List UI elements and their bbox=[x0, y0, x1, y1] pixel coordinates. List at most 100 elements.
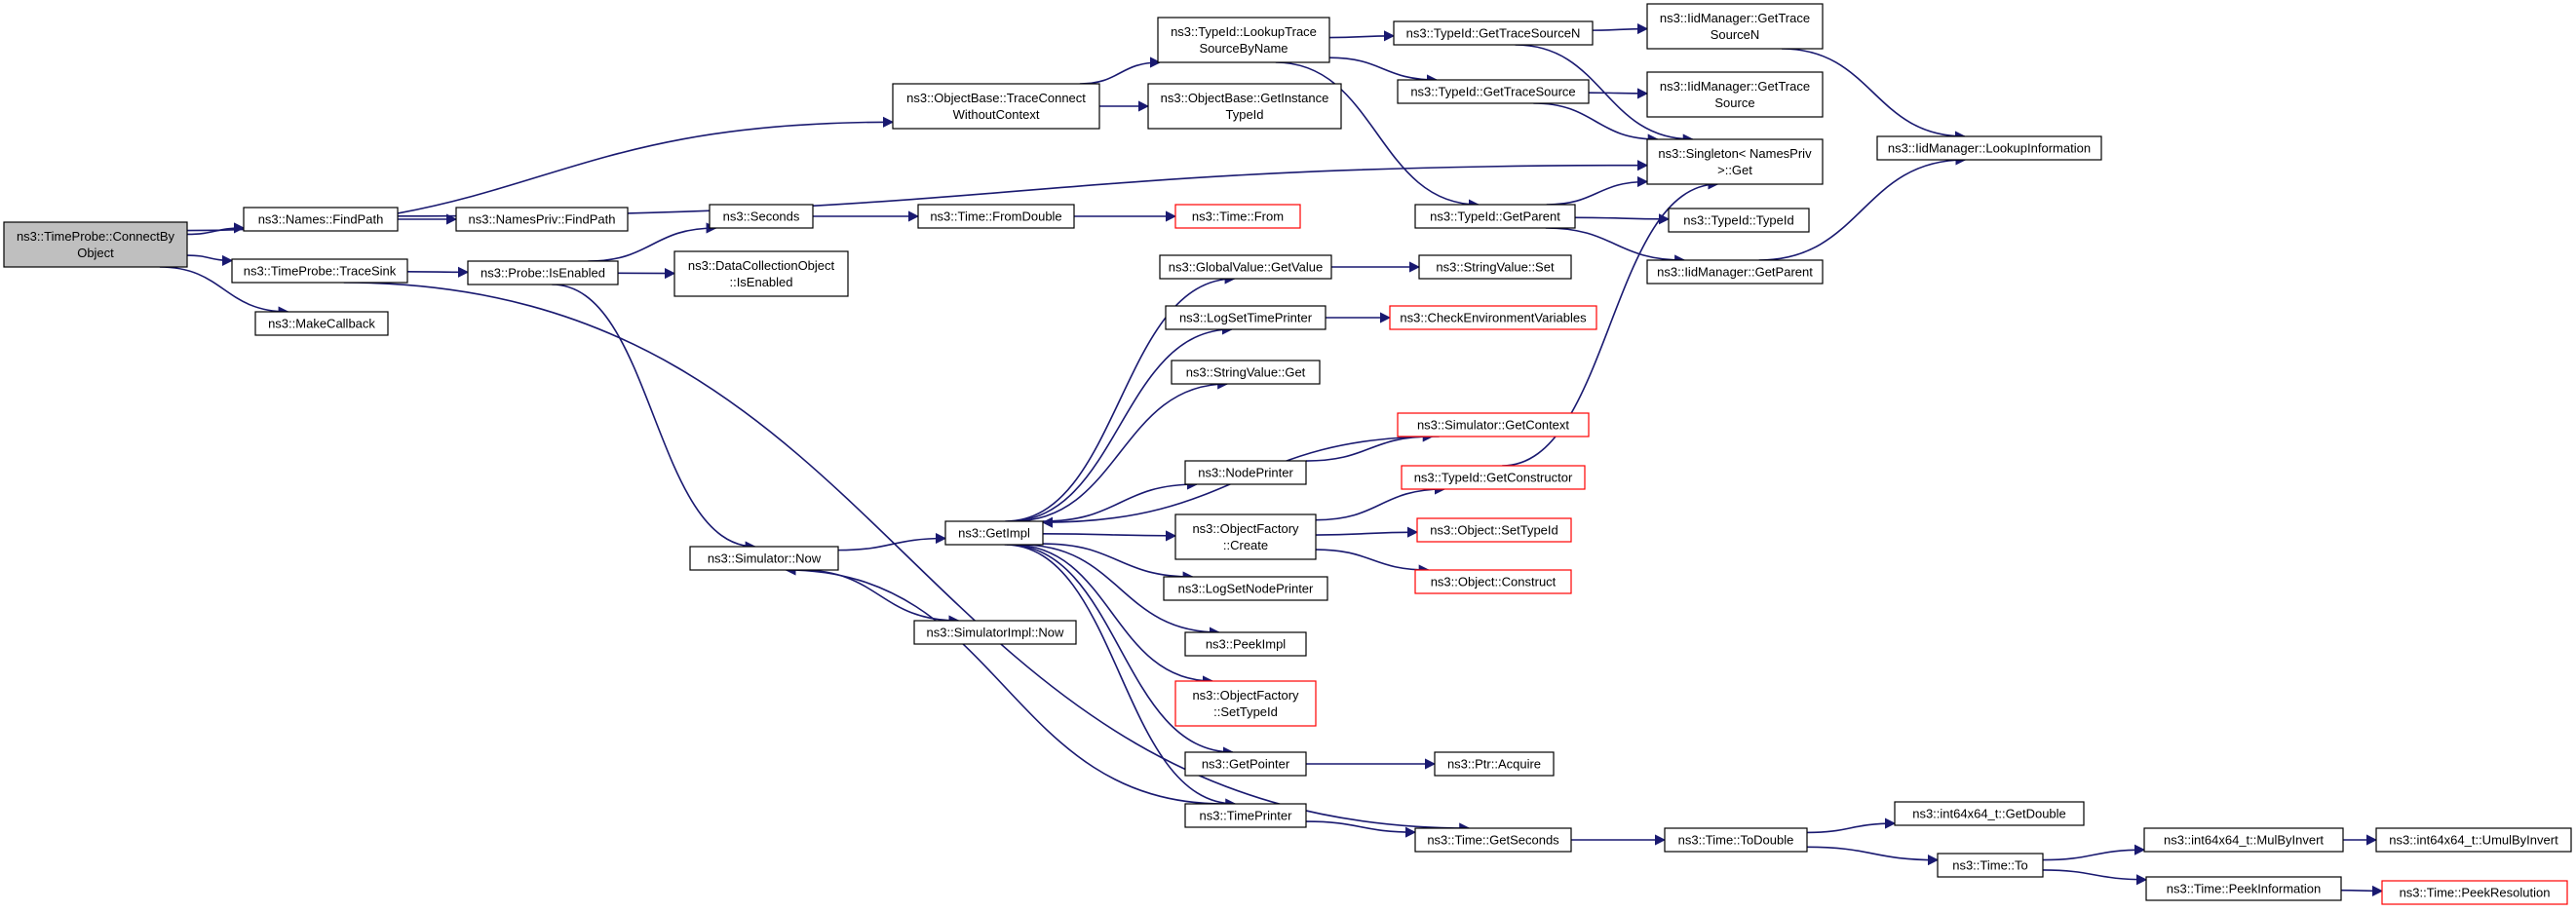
node-mulbyinvert-label: ns3::int64x64_t::MulByInvert bbox=[2164, 833, 2324, 848]
node-fromdouble[interactable]: ns3::Time::FromDouble bbox=[917, 204, 1075, 229]
node-ptracquire-label: ns3::Ptr::Acquire bbox=[1447, 757, 1541, 772]
node-peekimpl[interactable]: ns3::PeekImpl bbox=[1184, 631, 1307, 657]
edge-timeprinter-to-getseconds bbox=[1305, 820, 1417, 838]
node-logsettime[interactable]: ns3::LogSetTimePrinter bbox=[1165, 305, 1326, 330]
edge-todouble-to-getdouble bbox=[1806, 817, 1897, 834]
node-findpath[interactable]: ns3::Names::FindPath bbox=[243, 207, 399, 232]
edge-timeto-to-mulbyinvert bbox=[2042, 844, 2146, 861]
edge-tcwc-to-lookup bbox=[1079, 57, 1162, 85]
node-nodeprinter-label: ns3::NodePrinter bbox=[1198, 466, 1293, 480]
node-gvgetvalue-box bbox=[1159, 254, 1332, 280]
node-getctor[interactable]: ns3::TypeId::GetConstructor bbox=[1401, 465, 1586, 490]
node-seconds[interactable]: ns3::Seconds bbox=[709, 204, 814, 229]
node-isenabled-label: ns3::Probe::IsEnabled bbox=[481, 266, 605, 281]
node-iidgetparent-label: ns3::IidManager::GetParent bbox=[1657, 265, 1813, 280]
node-ptracquire[interactable]: ns3::Ptr::Acquire bbox=[1434, 751, 1555, 777]
node-objconstruct[interactable]: ns3::Object::Construct bbox=[1414, 569, 1572, 594]
node-timeto-label: ns3::Time::To bbox=[1952, 858, 2028, 873]
edge-tracesink-to-getseconds bbox=[343, 282, 1471, 834]
node-svset[interactable]: ns3::StringValue::Set bbox=[1418, 254, 1572, 280]
node-getimpl[interactable]: ns3::GetImpl bbox=[944, 520, 1044, 546]
node-getimpl-label: ns3::GetImpl bbox=[958, 526, 1030, 541]
node-iid_gtsn[interactable]: ns3::IidManager::GetTraceSourceN bbox=[1646, 3, 1824, 50]
node-peekinfo-label: ns3::Time::PeekInformation bbox=[2167, 882, 2321, 896]
node-getdouble[interactable]: ns3::int64x64_t::GetDouble bbox=[1894, 801, 2085, 826]
node-npfindpath[interactable]: ns3::NamesPriv::FindPath bbox=[455, 207, 629, 232]
node-isenabled[interactable]: ns3::Probe::IsEnabled bbox=[467, 260, 619, 285]
node-getctor-label: ns3::TypeId::GetConstructor bbox=[1414, 471, 1573, 485]
node-simnow[interactable]: ns3::Simulator::Now bbox=[689, 546, 839, 571]
node-objsettypeid[interactable]: ns3::Object::SetTypeId bbox=[1416, 517, 1572, 543]
node-tcwc[interactable]: ns3::ObjectBase::TraceConnectWithoutCont… bbox=[892, 83, 1100, 130]
node-simimplnow[interactable]: ns3::SimulatorImpl::Now bbox=[913, 620, 1077, 645]
node-svget[interactable]: ns3::StringValue::Get bbox=[1171, 360, 1321, 385]
edge-getparent-to-singleton bbox=[1546, 175, 1649, 206]
node-peekres[interactable]: ns3::Time::PeekResolution bbox=[2381, 880, 2568, 905]
node-gtsn[interactable]: ns3::TypeId::GetTraceSourceN bbox=[1393, 20, 1594, 46]
edge-getimpl-to-ofcreate bbox=[1042, 530, 1177, 542]
node-tracesink[interactable]: ns3::TimeProbe::TraceSink bbox=[231, 258, 408, 284]
node-simctx-label: ns3::Simulator::GetContext bbox=[1417, 418, 1569, 433]
node-getseconds[interactable]: ns3::Time::GetSeconds bbox=[1414, 827, 1572, 853]
node-ofsettypeid[interactable]: ns3::ObjectFactory::SetTypeId bbox=[1174, 680, 1317, 727]
node-lookupinfo[interactable]: ns3::IidManager::LookupInformation bbox=[1876, 135, 2102, 161]
node-umulbyinvert[interactable]: ns3::int64x64_t::UmulByInvert bbox=[2375, 827, 2572, 853]
node-peekinfo-box bbox=[2145, 876, 2342, 901]
node-iidgetparent[interactable]: ns3::IidManager::GetParent bbox=[1646, 259, 1824, 285]
node-simimplnow-box bbox=[913, 620, 1077, 645]
node-getpointer-label: ns3::GetPointer bbox=[1202, 757, 1290, 772]
node-timefrom[interactable]: ns3::Time::From bbox=[1174, 204, 1301, 229]
edge-lookup-to-gtsn bbox=[1328, 30, 1396, 42]
node-timefrom-label: ns3::Time::From bbox=[1192, 209, 1284, 224]
node-singleton[interactable]: ns3::Singleton< NamesPriv>::Get bbox=[1646, 138, 1824, 185]
node-getparent[interactable]: ns3::TypeId::GetParent bbox=[1414, 204, 1576, 229]
node-simctx[interactable]: ns3::Simulator::GetContext bbox=[1397, 412, 1590, 437]
edge-getimpl-to-timeprinter bbox=[1004, 544, 1237, 810]
node-timeto[interactable]: ns3::Time::To bbox=[1937, 853, 2044, 878]
node-simctx-box bbox=[1397, 412, 1590, 437]
node-ofcreate-label: ns3::ObjectFactory bbox=[1192, 521, 1299, 536]
node-objsettypeid-box bbox=[1416, 517, 1572, 543]
node-peekres-label: ns3::Time::PeekResolution bbox=[2400, 886, 2551, 900]
node-typeidctor-box bbox=[1668, 208, 1810, 233]
node-simnow-label: ns3::Simulator::Now bbox=[708, 551, 822, 566]
node-getinst-label: TypeId bbox=[1225, 107, 1263, 122]
node-umulbyinvert-label: ns3::int64x64_t::UmulByInvert bbox=[2389, 833, 2558, 848]
node-seconds-label: ns3::Seconds bbox=[723, 209, 800, 224]
node-peekinfo[interactable]: ns3::Time::PeekInformation bbox=[2145, 876, 2342, 901]
edge-peekinfo-to-peekres bbox=[2340, 885, 2384, 896]
node-tcwc-label: WithoutContext bbox=[953, 107, 1040, 122]
node-logsetnode[interactable]: ns3::LogSetNodePrinter bbox=[1163, 576, 1328, 601]
edge-getimpl-to-logsetnode bbox=[1042, 543, 1194, 583]
node-tracesink-box bbox=[231, 258, 408, 284]
node-timeprinter[interactable]: ns3::TimePrinter bbox=[1184, 803, 1307, 828]
edge-tracesink-to-isenabled bbox=[406, 266, 470, 278]
node-logsettime-box bbox=[1165, 305, 1326, 330]
node-typeidctor[interactable]: ns3::TypeId::TypeId bbox=[1668, 208, 1810, 233]
node-makecb-box bbox=[254, 311, 389, 336]
node-dcoisen[interactable]: ns3::DataCollectionObject::IsEnabled bbox=[673, 250, 849, 297]
edge-gts-to-iid_gts bbox=[1588, 88, 1649, 99]
node-iid_gts[interactable]: ns3::IidManager::GetTraceSource bbox=[1646, 71, 1824, 118]
node-makecb[interactable]: ns3::MakeCallback bbox=[254, 311, 389, 336]
node-connect-label: ns3::TimeProbe::ConnectBy bbox=[17, 229, 175, 244]
node-todouble[interactable]: ns3::Time::ToDouble bbox=[1664, 827, 1808, 853]
node-ofsettypeid-label: ns3::ObjectFactory bbox=[1192, 688, 1299, 703]
node-gvgetvalue[interactable]: ns3::GlobalValue::GetValue bbox=[1159, 254, 1332, 280]
edge-timeprinter-to-simnow bbox=[785, 564, 1224, 805]
node-getparent-box bbox=[1414, 204, 1576, 229]
edge-getimpl-to-ofsettypeid bbox=[1011, 544, 1214, 687]
node-mulbyinvert[interactable]: ns3::int64x64_t::MulByInvert bbox=[2143, 827, 2344, 853]
node-tcwc-label: ns3::ObjectBase::TraceConnect bbox=[906, 91, 1086, 105]
node-checkenv[interactable]: ns3::CheckEnvironmentVariables bbox=[1389, 305, 1597, 330]
node-ofcreate[interactable]: ns3::ObjectFactory::Create bbox=[1174, 513, 1317, 560]
node-nodeprinter[interactable]: ns3::NodePrinter bbox=[1184, 460, 1307, 485]
node-gts[interactable]: ns3::TypeId::GetTraceSource bbox=[1397, 79, 1590, 104]
node-gtsn-label: ns3::TypeId::GetTraceSourceN bbox=[1406, 26, 1581, 41]
node-getpointer[interactable]: ns3::GetPointer bbox=[1184, 751, 1307, 777]
edge-ofcreate-to-getctor bbox=[1315, 483, 1446, 521]
